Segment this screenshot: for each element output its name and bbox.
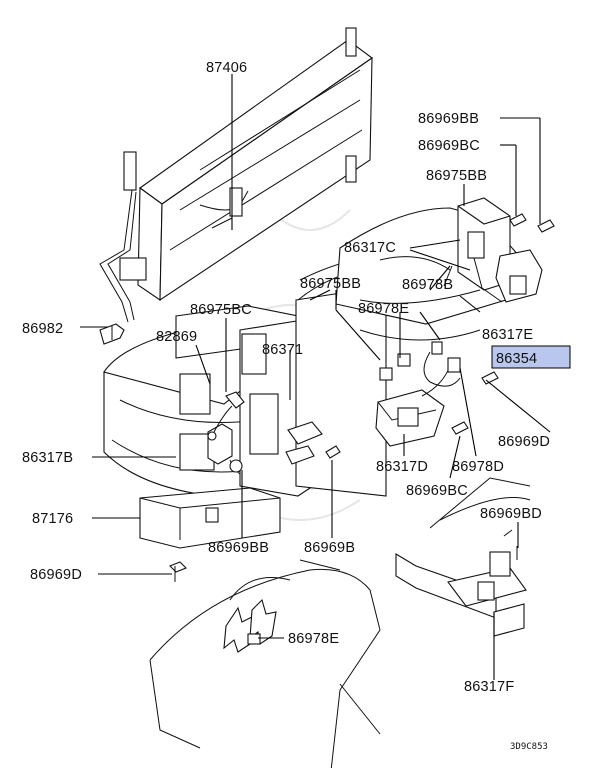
callout-86969BB-top[interactable]: 86969BB bbox=[418, 111, 479, 127]
callout-86978D[interactable]: 86978D bbox=[452, 459, 504, 475]
duct-assembly-part bbox=[395, 477, 531, 637]
callout-86978E-top[interactable]: 86978E bbox=[358, 301, 409, 317]
figure-code: 3D9C853 bbox=[510, 742, 548, 752]
callout-86969BB-bottom[interactable]: 86969BB bbox=[208, 540, 269, 556]
callout-86317B[interactable]: 86317B bbox=[22, 450, 73, 466]
leader-lines bbox=[80, 74, 551, 680]
callout-86969BD[interactable]: 86969BD bbox=[480, 506, 542, 522]
callout-86982[interactable]: 86982 bbox=[22, 321, 63, 337]
callout-86969BC-top[interactable]: 86969BC bbox=[418, 138, 480, 154]
callout-86317C[interactable]: 86317C bbox=[344, 240, 396, 256]
callout-86969BC-bottom[interactable]: 86969BC bbox=[406, 483, 468, 499]
callout-86969B[interactable]: 86969B bbox=[304, 540, 355, 556]
callout-86371[interactable]: 86371 bbox=[262, 342, 303, 358]
callout-86978E-bottom[interactable]: 86978E bbox=[288, 631, 339, 647]
callout-86978B[interactable]: 86978B bbox=[402, 277, 453, 293]
bolts bbox=[169, 213, 555, 582]
callout-86317D[interactable]: 86317D bbox=[376, 459, 428, 475]
callout-highlight-86354[interactable] bbox=[491, 345, 571, 369]
callout-86969D-right[interactable]: 86969D bbox=[498, 434, 550, 450]
callout-labels: 87406 86982 86975BC 82869 86371 86975BB … bbox=[22, 60, 550, 752]
dashboard-part bbox=[149, 559, 381, 768]
actuator-assembly-part bbox=[375, 197, 543, 447]
callout-87176[interactable]: 87176 bbox=[32, 511, 73, 527]
connectors bbox=[379, 341, 461, 387]
fitting-86982-part bbox=[99, 323, 125, 345]
condenser-part bbox=[99, 27, 373, 323]
callout-86354[interactable]: 86354 bbox=[496, 351, 537, 367]
callout-86969D-left[interactable]: 86969D bbox=[30, 567, 82, 583]
callout-86975BB-right[interactable]: 86975BB bbox=[426, 168, 487, 184]
callout-86975BB-center[interactable]: 86975BB bbox=[300, 276, 361, 292]
callout-87406[interactable]: 87406 bbox=[206, 60, 247, 76]
callout-86317F[interactable]: 86317F bbox=[464, 679, 514, 695]
callout-82869[interactable]: 82869 bbox=[156, 329, 197, 345]
lower-case-part bbox=[139, 487, 281, 549]
callout-86317E[interactable]: 86317E bbox=[482, 327, 533, 343]
callout-86975BC[interactable]: 86975BC bbox=[190, 302, 252, 318]
